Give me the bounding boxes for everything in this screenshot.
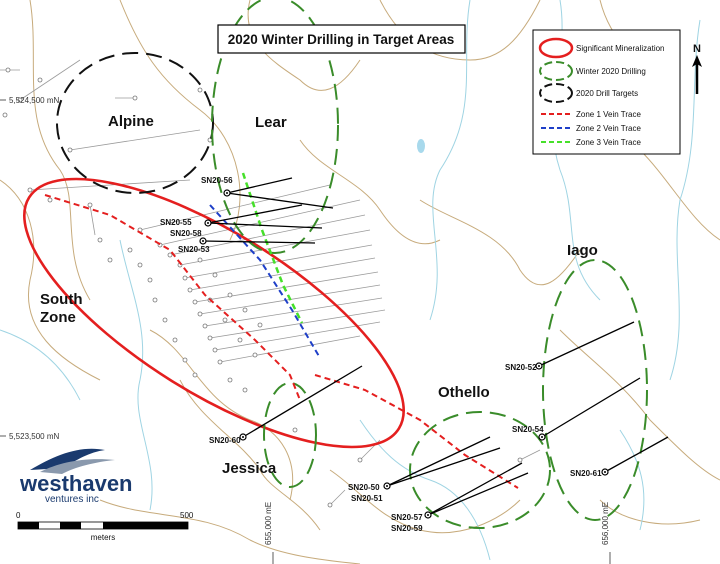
hole-label-sn20-53: SN20-53 [178, 245, 210, 254]
hole-label-sn20-58: SN20-58 [170, 229, 202, 238]
collar-dot [386, 485, 388, 487]
collar-dot [242, 436, 244, 438]
collar-dot [427, 514, 429, 516]
significant-mineralization-outline [23, 177, 405, 449]
area-label-zone: Zone [40, 309, 76, 326]
legend-label-zone3: Zone 3 Vein Trace [576, 138, 641, 147]
grid-ticks [0, 99, 611, 564]
scale-bar-segment [60, 522, 81, 529]
grid-label-north-1: 5,524,500 mN [9, 96, 59, 105]
iago-drilling-outline [542, 259, 648, 521]
legend-label-winter: Winter 2020 Drilling [576, 67, 646, 76]
winter-drilling-outlines [211, 0, 648, 529]
hole-label-sn20-52: SN20-52 [505, 363, 537, 372]
zone-1-vein-trace-east [314, 374, 519, 489]
historic-drill-traces [0, 59, 541, 506]
hole-label-sn20-57: SN20-57 [391, 513, 423, 522]
legend-label-significant: Significant Mineralization [576, 44, 665, 53]
north-arrow-head-icon [692, 55, 702, 67]
scale-bar-segment [103, 522, 188, 529]
logo-subtitle: ventures inc [45, 494, 99, 505]
collar-dot [207, 222, 209, 224]
legend-label-zone2: Zone 2 Vein Trace [576, 124, 641, 133]
hole-label-sn20-56: SN20-56 [201, 176, 233, 185]
legend: Significant Mineralization Winter 2020 D… [532, 29, 681, 155]
grid-label-north-2: 5,523,500 mN [9, 432, 59, 441]
legend-box [532, 29, 681, 155]
legend-swatch-targets [539, 83, 573, 103]
legend-label-zone1: Zone 1 Vein Trace [576, 110, 641, 119]
hole-label-sn20-59: SN20-59 [391, 524, 423, 533]
scale-bar: 0 500 meters [16, 511, 194, 542]
zone-1-vein-trace [44, 194, 301, 401]
logo-mountain-icon [30, 448, 105, 470]
logo-mountain-shadow-icon [40, 459, 115, 474]
collar-dot [226, 192, 228, 194]
collar-dot [202, 240, 204, 242]
grid-label-east-1: 655,000 mE [264, 502, 273, 545]
legend-label-targets: 2020 Drill Targets [576, 89, 638, 98]
north-arrow: N [692, 43, 702, 94]
legend-swatch-winter [539, 61, 573, 81]
grid-label-east-2: 656,000 mE [601, 502, 610, 545]
zone-3-vein-trace [241, 172, 304, 324]
pond [417, 139, 425, 153]
drill-hole-labels: SN20-56 SN20-55 SN20-58 SN20-53 SN20-60 … [160, 176, 602, 533]
hole-label-sn20-54: SN20-54 [512, 425, 544, 434]
north-arrow-label: N [693, 43, 701, 55]
collar-dot [538, 365, 540, 367]
hole-label-sn20-61: SN20-61 [570, 469, 602, 478]
title-box [217, 24, 466, 54]
scale-label-end: 500 [180, 511, 194, 520]
othello-drilling-outline [409, 411, 551, 529]
alpine-drill-target [56, 52, 214, 194]
zone-2-vein-trace [209, 204, 321, 359]
area-label-jessica: Jessica [222, 460, 277, 477]
hole-label-sn20-50: SN20-50 [348, 483, 380, 492]
hole-label-sn20-60: SN20-60 [209, 436, 241, 445]
scale-bar-segment [18, 522, 39, 529]
jessica-drilling-outline [263, 382, 317, 488]
area-label-othello: Othello [438, 384, 490, 401]
hole-label-sn20-51: SN20-51 [351, 494, 383, 503]
map-title: 2020 Winter Drilling in Target Areas [228, 32, 454, 47]
area-label-alpine: Alpine [108, 113, 154, 130]
area-label-iago: Iago [567, 242, 598, 259]
winter-drill-traces [202, 177, 669, 516]
scale-unit-label: meters [91, 533, 115, 542]
legend-swatch-significant [538, 37, 574, 59]
area-label-lear: Lear [255, 114, 287, 131]
collar-dot [604, 471, 606, 473]
hole-label-sn20-55: SN20-55 [160, 218, 192, 227]
westhaven-logo: westhaven ventures inc [19, 448, 133, 505]
area-label-south: South [40, 291, 83, 308]
collar-dot [541, 436, 543, 438]
logo-wordmark: westhaven [19, 471, 133, 496]
lear-drilling-outline [211, 0, 339, 254]
scale-label-start: 0 [16, 511, 21, 520]
